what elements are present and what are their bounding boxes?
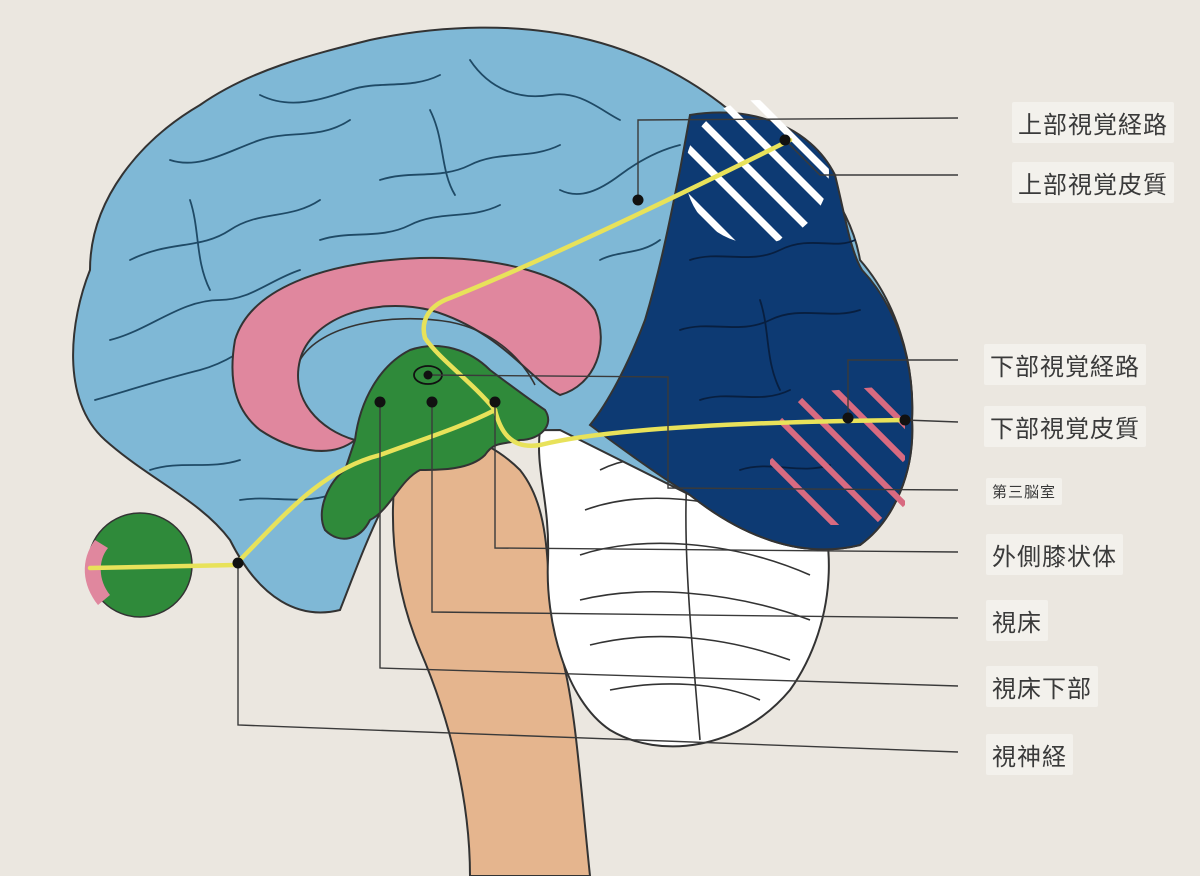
brainstem: [391, 429, 592, 876]
cerebral-gyri: [94, 59, 681, 501]
leader-dots: [232, 134, 911, 569]
occipital-lobe: [588, 111, 914, 551]
leader-lines: [237, 117, 959, 753]
label-optic-nerve: 視神経: [986, 734, 1073, 775]
label-hypothalamus: 視床下部: [986, 666, 1098, 707]
eye-lens: [84, 540, 110, 605]
label-upper-visual-cortex: 上部視覚皮質: [1012, 162, 1174, 203]
label-lower-visual-cortex: 下部視覚皮質: [984, 406, 1146, 447]
label-lateral-geniculate-body: 外側膝状体: [986, 534, 1123, 575]
label-lower-visual-pathway: 下部視覚経路: [984, 344, 1146, 385]
occipital-gyri: [679, 239, 861, 471]
label-upper-visual-pathway: 上部視覚経路: [1012, 102, 1174, 143]
label-third-ventricle: 第三脳室: [986, 478, 1063, 505]
visual-pathway: [87, 137, 911, 571]
fornix: [299, 317, 536, 386]
label-thalamus: 視床: [986, 600, 1048, 641]
diencephalon: [320, 345, 550, 540]
